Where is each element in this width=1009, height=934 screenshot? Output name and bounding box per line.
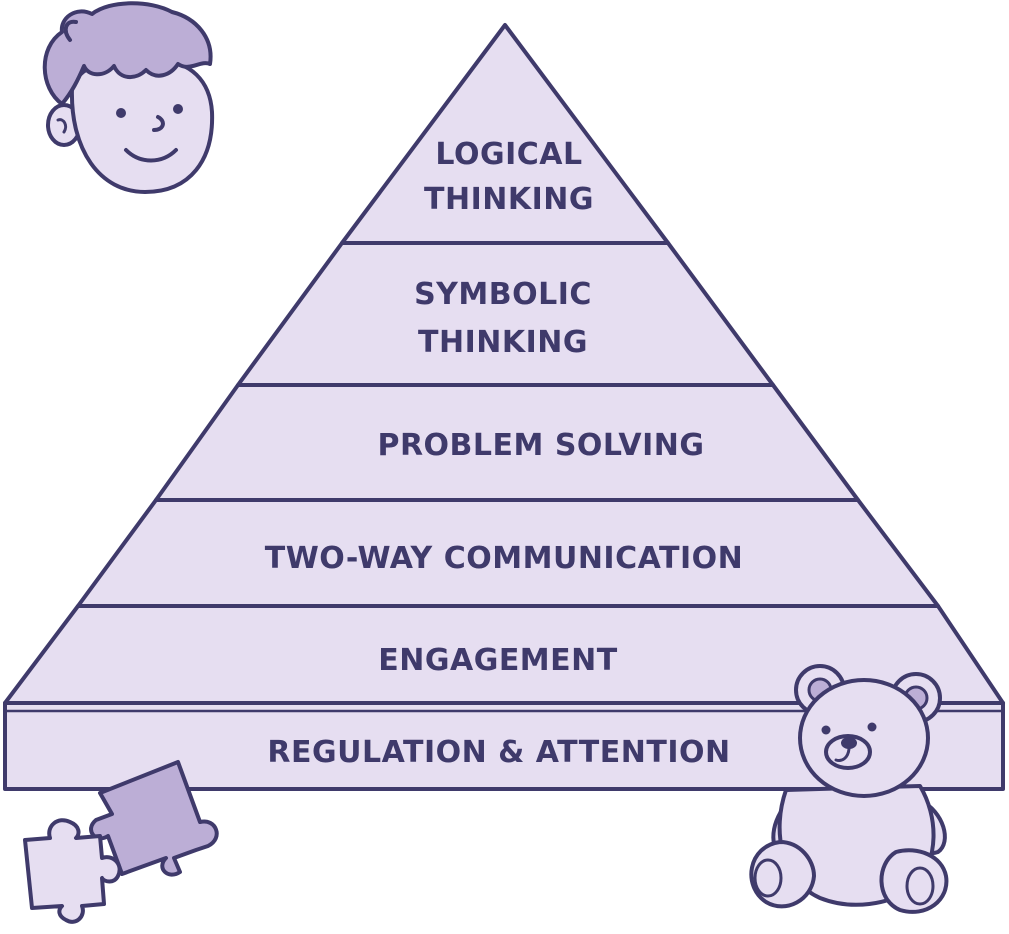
tier-label-symbolic-line2: THINKING [418,325,588,360]
tier-label-logical-line1: LOGICAL [435,137,582,172]
child-face-icon [42,1,215,194]
tier-label-logical-line2: THINKING [424,182,594,217]
pyramid-tier-symbolic-thinking [236,241,775,387]
tier-label-regulation-attention: REGULATION & ATTENTION [267,735,730,770]
tier-label-symbolic-line1: SYMBOLIC [414,277,592,312]
tier-label-problem-solving: PROBLEM SOLVING [377,428,704,463]
puzzle-pieces-icon [23,760,219,924]
tier-labels: LOGICAL THINKING SYMBOLIC THINKING PROBL… [265,137,743,770]
teddy-bear-icon [749,664,949,914]
tier-label-two-way-communication: TWO-WAY COMMUNICATION [265,541,743,576]
tier-label-engagement: ENGAGEMENT [378,643,618,678]
